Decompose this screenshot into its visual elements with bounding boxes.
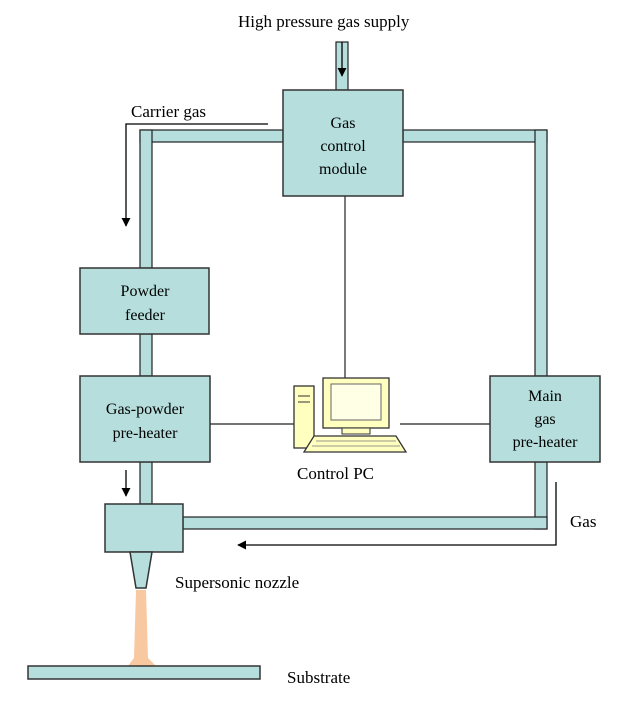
supply-label: High pressure gas supply	[238, 12, 410, 31]
spray-jet	[128, 590, 156, 666]
substrate-plate	[27, 665, 261, 680]
gas-flow-arrow	[237, 482, 557, 550]
powder-feeder: Powder feeder	[79, 267, 210, 335]
gas-control-line-3: module	[319, 161, 367, 178]
nozzle-icon	[104, 503, 184, 589]
control-pc-label: Control PC	[297, 464, 374, 483]
gas-control-module: Gas control module	[282, 89, 404, 197]
gas-label: Gas	[570, 512, 596, 531]
computer-icon	[293, 377, 408, 453]
nozzle-label: Supersonic nozzle	[175, 573, 299, 592]
main-gas-pre-heater: Main gas pre-heater	[489, 375, 601, 463]
gas-powder-heater-line-1: Gas-powder	[106, 401, 185, 418]
gas-control-line-2: control	[320, 138, 366, 155]
carrier-gas-label: Carrier gas	[131, 102, 206, 121]
control-wires	[210, 196, 490, 425]
substrate-label: Substrate	[287, 668, 350, 687]
main-heater-line-1: Main	[528, 388, 562, 405]
main-heater-line-2: gas	[534, 411, 555, 428]
supply-pipe	[335, 41, 349, 91]
gas-powder-heater-line-2: pre-heater	[113, 425, 179, 442]
gas-control-line-1: Gas	[331, 115, 356, 132]
powder-feeder-line-2: feeder	[125, 307, 166, 324]
gas-powder-pre-heater: Gas-powder pre-heater	[79, 375, 211, 463]
carrier-gas-arrow	[121, 123, 268, 227]
main-heater-line-3: pre-heater	[513, 434, 579, 451]
powder-feeder-line-1: Powder	[121, 283, 171, 300]
